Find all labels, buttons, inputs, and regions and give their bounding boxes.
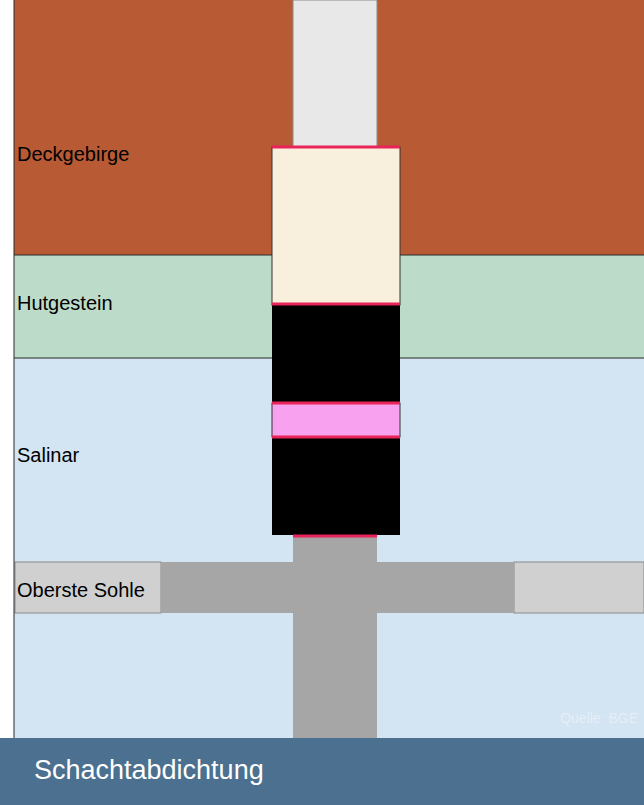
sealing-pink-segment [272, 403, 400, 437]
salt-layer [14, 358, 644, 738]
caption-text: Schachtabdichtung [34, 755, 264, 786]
shaft-open-lower [293, 535, 377, 738]
layer-label: Oberste Sohle [17, 579, 145, 602]
sealing-black-segment [272, 437, 400, 535]
gallery-left [15, 562, 161, 613]
sealing-cream-segment [272, 147, 400, 305]
caprock-band: Hutgestein [14, 255, 644, 358]
layer-label: Salinar [17, 444, 79, 467]
shaft-upper [293, 0, 377, 147]
sealing-black-segment [272, 305, 400, 403]
salt-band: Salinar [14, 358, 644, 562]
frame-line [14, 0, 15, 738]
source-watermark: Quelle: BGE [560, 710, 638, 726]
layer-label: Deckgebirge [17, 143, 129, 166]
gallery-right [514, 562, 644, 613]
caption-bar [0, 738, 644, 805]
layer-label: Hutgestein [17, 292, 113, 315]
gallery-box: Oberste Sohle [15, 562, 161, 613]
boundary-lines [272, 147, 400, 536]
overburden-band: Deckgebirge [14, 0, 644, 255]
